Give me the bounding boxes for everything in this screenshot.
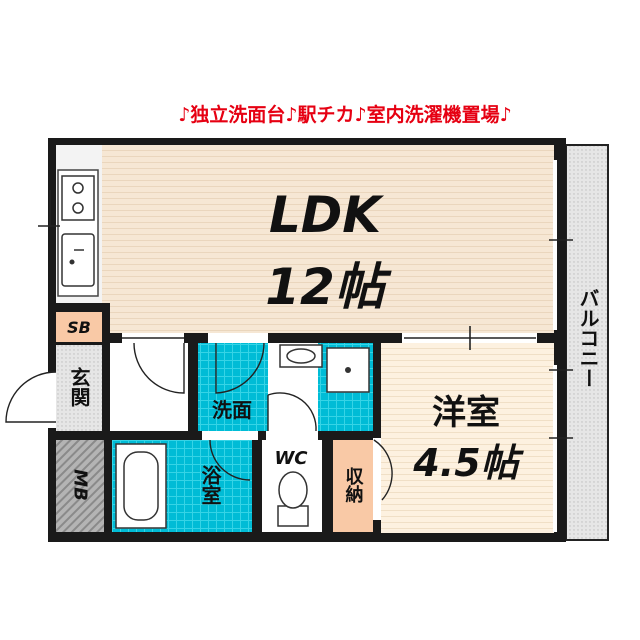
western-room-floor: [381, 343, 554, 533]
balcony-label: バルコニー: [576, 288, 600, 388]
ldk-size-label: 12帖: [265, 258, 392, 316]
entrance-floor: [56, 343, 102, 431]
western-room-size-label: 4.5帖: [412, 441, 524, 485]
hall-floor: [110, 343, 190, 431]
ldk-floor: [102, 145, 554, 333]
sink-icon: [61, 233, 95, 287]
shoebox-label: SB: [67, 318, 91, 337]
toilet-label: WC: [274, 448, 308, 469]
ldk-label: LDK: [269, 186, 384, 244]
bathtub-icon: [115, 443, 167, 529]
headline: ♪独立洗面台♪駅チカ♪室内洗濯機置場♪: [178, 103, 512, 126]
door-swings: [5, 342, 393, 501]
washbasin-icon: [279, 344, 323, 368]
washing-machine-icon: [326, 347, 370, 393]
bath-label: 浴室: [198, 465, 222, 505]
meter-box-area: [56, 440, 104, 532]
storage-area: [333, 440, 373, 532]
stove-icon: [61, 175, 95, 221]
sliding-door-markers: [38, 190, 573, 439]
meter-box-label: MB: [70, 469, 91, 501]
shoebox-area: [56, 312, 102, 342]
washroom-label: 洗面: [212, 398, 252, 422]
storage-label: 収納: [343, 467, 364, 503]
kitchen-counter: [57, 169, 99, 297]
entrance-label: 玄関: [67, 366, 91, 408]
western-room-label: 洋室: [432, 393, 500, 433]
toilet-icon: [277, 471, 309, 527]
